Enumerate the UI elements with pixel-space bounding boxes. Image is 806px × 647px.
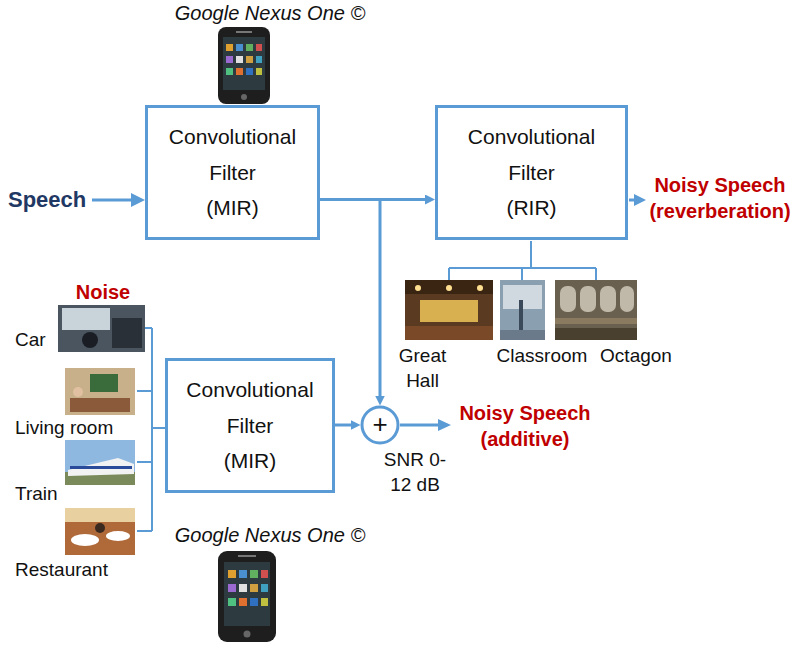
output-label: Noisy Speech (reverberation) [638, 172, 802, 224]
noise-label: Car [15, 328, 65, 353]
signal-arrow [335, 424, 353, 427]
node-text: Convolutional Filter (MIR) [180, 372, 320, 479]
noise-heading: Noise [66, 279, 140, 305]
circle-outline [362, 407, 398, 443]
noise-bracket [137, 328, 165, 531]
room-label: Classroom [492, 344, 592, 369]
room-label: Octagon [596, 344, 676, 369]
output-arrow [629, 194, 646, 206]
sum-circle: + [360, 405, 400, 445]
filter-box: Convolutional Filter (RIR) [435, 105, 628, 240]
noise-label: Train [15, 482, 75, 507]
car-photo [58, 305, 145, 352]
phone-illustration [218, 27, 270, 104]
phone-illustration [218, 551, 276, 642]
noise-label: Living room [15, 416, 135, 441]
room-label: Great Hall [385, 344, 460, 393]
snr-label: SNR 0-12 dB [379, 448, 451, 497]
filter-box: Convolutional Filter (MIR) [145, 105, 320, 240]
output-label: Noisy Speech (additive) [450, 400, 600, 452]
output-arrow [400, 419, 451, 431]
living-room-photo [65, 368, 135, 415]
restaurant-photo [65, 508, 135, 555]
input-label: Speech [8, 186, 92, 215]
octagon-photo [555, 280, 637, 340]
filter-box: Convolutional Filter (MIR) [165, 358, 335, 493]
room-bracket [449, 241, 596, 280]
input-arrow [92, 193, 145, 207]
classroom-photo [500, 280, 545, 340]
node-text: Convolutional Filter (RIR) [462, 119, 602, 226]
device-label: Google Nexus One © [165, 522, 375, 548]
node-text: + [372, 409, 387, 440]
node-text: Convolutional Filter (MIR) [163, 119, 303, 226]
device-label: Google Nexus One © [165, 0, 375, 26]
train-photo [65, 440, 135, 485]
great-hall-photo [405, 280, 493, 340]
noise-label: Restaurant [15, 558, 125, 583]
